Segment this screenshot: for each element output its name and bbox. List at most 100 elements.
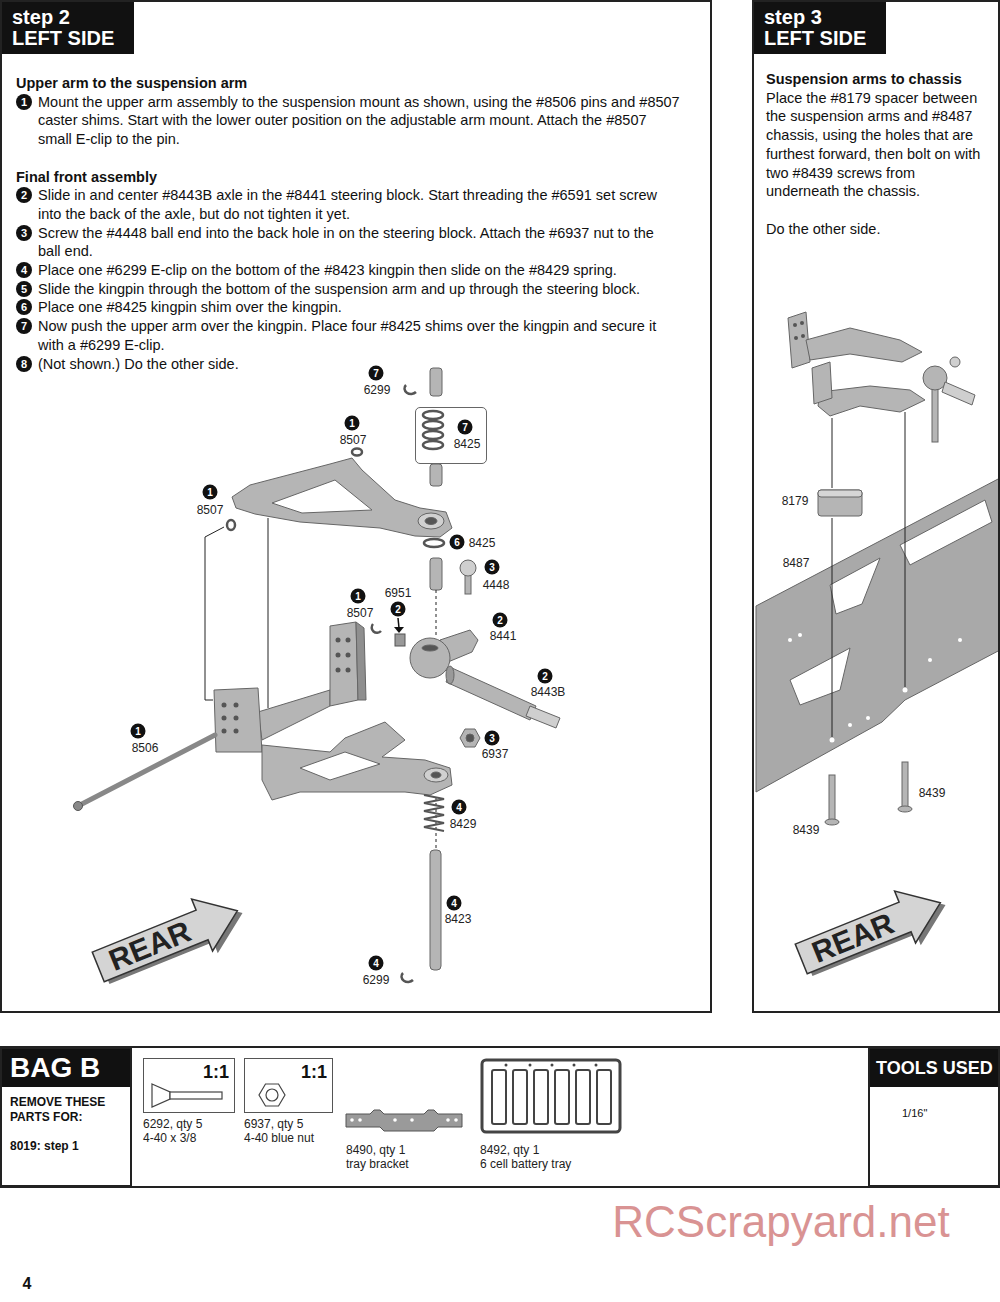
instruction: Mount the upper arm assembly to the susp… — [38, 93, 680, 149]
text-column: Suspension arms to chassisPlace the #817… — [766, 70, 988, 238]
kingpin — [430, 558, 442, 590]
part-number: 8441 — [489, 629, 518, 643]
chassis-plate — [903, 688, 908, 693]
arm-assembly — [788, 312, 975, 442]
callout-number: 7 — [458, 420, 473, 435]
e-clip — [401, 973, 413, 982]
instruction: (Not shown.) Do the other side. — [38, 355, 680, 374]
part-number: 8506 — [131, 741, 160, 755]
step-number: step 3 — [764, 7, 876, 28]
spacer — [818, 490, 862, 497]
chassis-plate — [830, 558, 880, 614]
step-number: step 2 — [12, 7, 124, 28]
set-screw — [394, 627, 404, 633]
chassis-plate — [866, 716, 870, 720]
ball-end — [465, 574, 471, 594]
battery-tray-icon — [597, 1070, 611, 1124]
text-row: 8 (Not shown.) Do the other side. — [16, 355, 680, 374]
text-row: Final front assembly — [16, 168, 680, 187]
arm-assembly — [942, 382, 975, 405]
step-bullet: 7 — [16, 318, 32, 334]
screw — [898, 806, 912, 812]
guide-line — [832, 418, 833, 488]
callout-number: 3 — [485, 731, 500, 746]
watermark: RCScrapyard.net — [612, 1197, 949, 1247]
chassis-plate — [798, 633, 802, 637]
upper-arm — [232, 458, 452, 537]
leader-line — [205, 527, 224, 700]
step-panel: Upper arm to the suspension arm1Mount th… — [0, 0, 712, 1013]
callout-number: 2 — [493, 613, 508, 628]
battery-tray-icon — [529, 1064, 532, 1067]
instruction: Slide the kingpin through the bottom of … — [38, 280, 680, 299]
upper-arm — [232, 458, 452, 537]
tools-title: TOOLS USED — [870, 1049, 998, 1087]
rear-arrow-label: REAR — [105, 915, 196, 977]
upper-arm — [272, 480, 372, 513]
shim — [423, 441, 443, 449]
nut — [460, 729, 480, 747]
lower-arm — [262, 722, 452, 800]
e-clip — [404, 385, 416, 394]
set-screw — [394, 618, 405, 646]
arm-mount — [214, 688, 262, 752]
part-box: 1:1 — [244, 1058, 333, 1113]
scale-ratio: 1:1 — [301, 1062, 327, 1082]
arm-assembly — [800, 321, 804, 325]
nut — [460, 729, 480, 747]
rear-arrow — [88, 885, 248, 993]
text-row: 7Now push the upper arm over the kingpin… — [16, 317, 680, 354]
axle — [446, 666, 454, 684]
part-caption: 4-40 x 3/8 — [143, 1131, 196, 1145]
tray-bracket-icon — [358, 1118, 362, 1122]
set-screw — [395, 634, 405, 646]
spring — [424, 795, 444, 831]
arm-mount — [346, 668, 351, 673]
lower-arm — [424, 768, 448, 782]
battery-tray-icon — [482, 1060, 620, 1132]
scale-ratio: 1:1 — [203, 1062, 229, 1082]
part-caption: 6937, qty 5 — [244, 1117, 303, 1131]
instruction: Place the #8179 spacer between the suspe… — [766, 89, 988, 201]
step-tab: step 2LEFT SIDE — [2, 2, 134, 54]
leader-line — [205, 518, 436, 848]
instruction: Do the other side. — [766, 220, 988, 239]
lower-arm — [431, 772, 441, 778]
step-bullet: 5 — [16, 281, 32, 297]
part-number: 6937 — [481, 747, 510, 761]
text-row: 2Slide in and center #8443B axle in the … — [16, 186, 680, 223]
part-number: 8443B — [530, 685, 567, 699]
e-clip — [372, 624, 381, 633]
tray-bracket-icon — [393, 1118, 397, 1122]
rear-arrow — [88, 883, 253, 996]
screw — [825, 819, 839, 825]
battery-tray-icon — [576, 1070, 590, 1124]
callout-number: 2 — [538, 669, 553, 684]
battery-tray-icon — [505, 1064, 598, 1067]
shim — [423, 411, 443, 419]
tools-panel: TOOLS USED1/16" — [868, 1047, 1000, 1187]
step-bullet: 6 — [16, 299, 32, 315]
part-number: 8507 — [346, 606, 375, 620]
arm-mount — [214, 622, 366, 752]
screw-icon — [170, 1092, 222, 1099]
arm-mount — [336, 653, 341, 658]
arm-mount — [336, 638, 341, 643]
part-number: 8507 — [196, 503, 225, 517]
rear-arrow — [791, 875, 956, 988]
chassis-plate — [900, 500, 992, 565]
chassis-plate — [756, 478, 1000, 792]
step-bullet: 1 — [16, 94, 32, 110]
tray-bracket-icon — [410, 1118, 414, 1122]
text-row: 1 Mount the upper arm assembly to the sus… — [16, 93, 680, 149]
battery-tray-icon — [551, 1064, 554, 1067]
callout-number: 4 — [452, 800, 467, 815]
e-clip — [372, 385, 416, 982]
part-number: 4448 — [482, 578, 511, 592]
step-bullet: 8 — [16, 356, 32, 372]
section-heading: Suspension arms to chassis — [766, 70, 988, 89]
bag-cell: BAG BREMOVE THESE PARTS FOR:8019: step 1 — [0, 1047, 132, 1187]
part-number: 8439 — [792, 823, 821, 837]
kingpin — [430, 368, 442, 396]
